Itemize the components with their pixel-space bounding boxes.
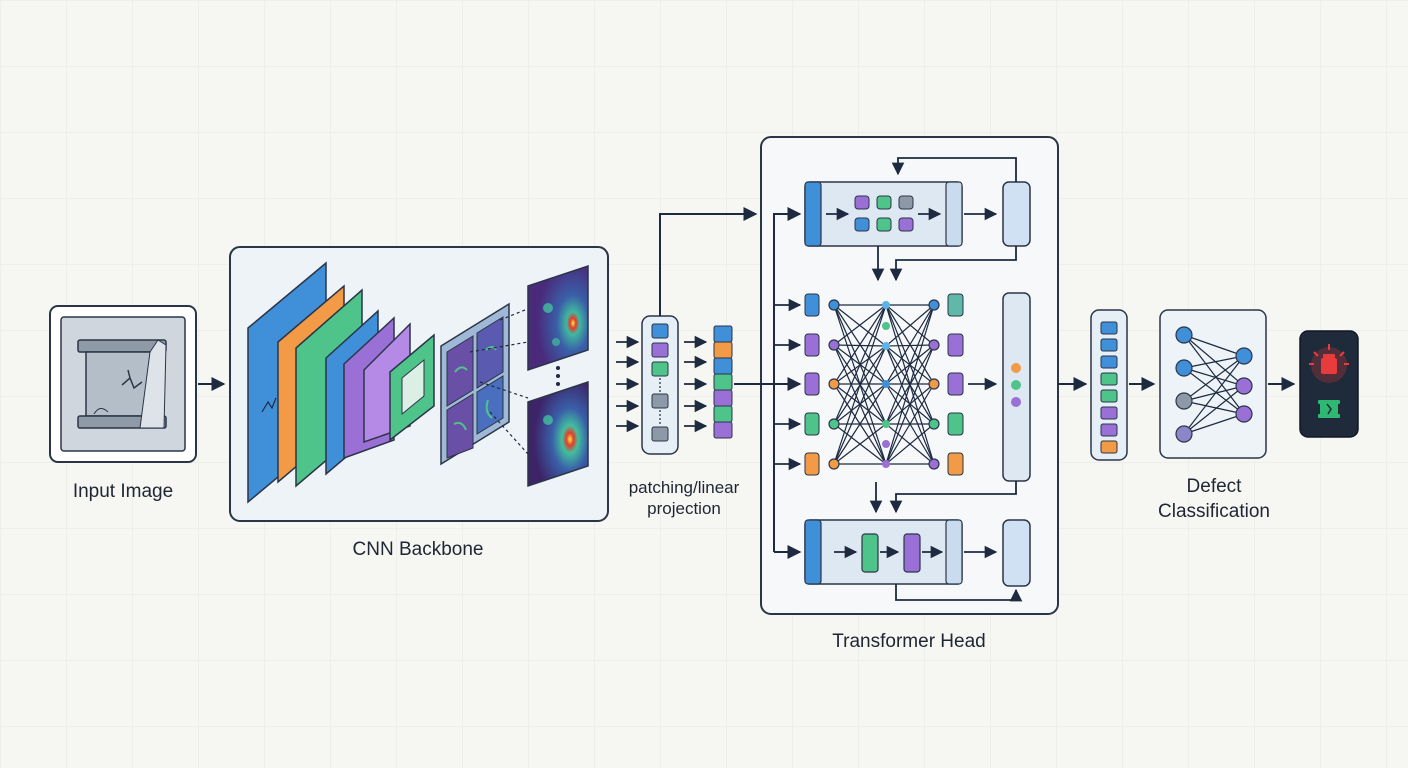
mesh-output-nodes (928, 299, 940, 470)
feed-forward-block (804, 519, 963, 585)
cracked-beam-icon (77, 339, 167, 429)
pooled-feature-bar (1002, 292, 1031, 482)
input-image-block (49, 305, 197, 463)
cnn-feature-layers (247, 261, 435, 504)
self-attention-block (804, 181, 963, 247)
norm-block-top (1002, 181, 1031, 247)
cnn-backbone-label: CNN Backbone (352, 539, 484, 560)
norm-block-bottom (1002, 519, 1031, 587)
defect-label-line1: Defect (1186, 476, 1242, 497)
ok-light-icon (1318, 400, 1340, 418)
projection-arrows (684, 335, 708, 433)
patching-label-line2: projection (647, 499, 721, 518)
patch-token-column (641, 315, 679, 455)
input-image-label: Input Image (72, 481, 174, 502)
patching-arrows-in (616, 335, 640, 433)
output-embedding-column (1090, 309, 1128, 461)
attention-heatmap-top (527, 264, 589, 372)
attention-heatmap-bottom (527, 380, 589, 488)
mesh-output-tokens (947, 293, 964, 476)
mesh-input-nodes (828, 299, 840, 470)
classifier-network (1159, 309, 1267, 459)
mesh-input-tokens (804, 293, 820, 476)
defect-label-line2: Classification (1158, 501, 1270, 522)
ellipsis-dots (556, 366, 560, 386)
patching-label-line1: patching/linear (628, 478, 740, 497)
transformer-head-label: Transformer Head (832, 631, 986, 652)
cnn-feature-grid (440, 302, 510, 466)
projected-embedding-column (713, 325, 733, 439)
alert-light-icon (1309, 344, 1349, 383)
classification-output-panel (1299, 330, 1359, 438)
mesh-hidden-nodes (882, 301, 890, 468)
attention-mesh (833, 304, 935, 465)
